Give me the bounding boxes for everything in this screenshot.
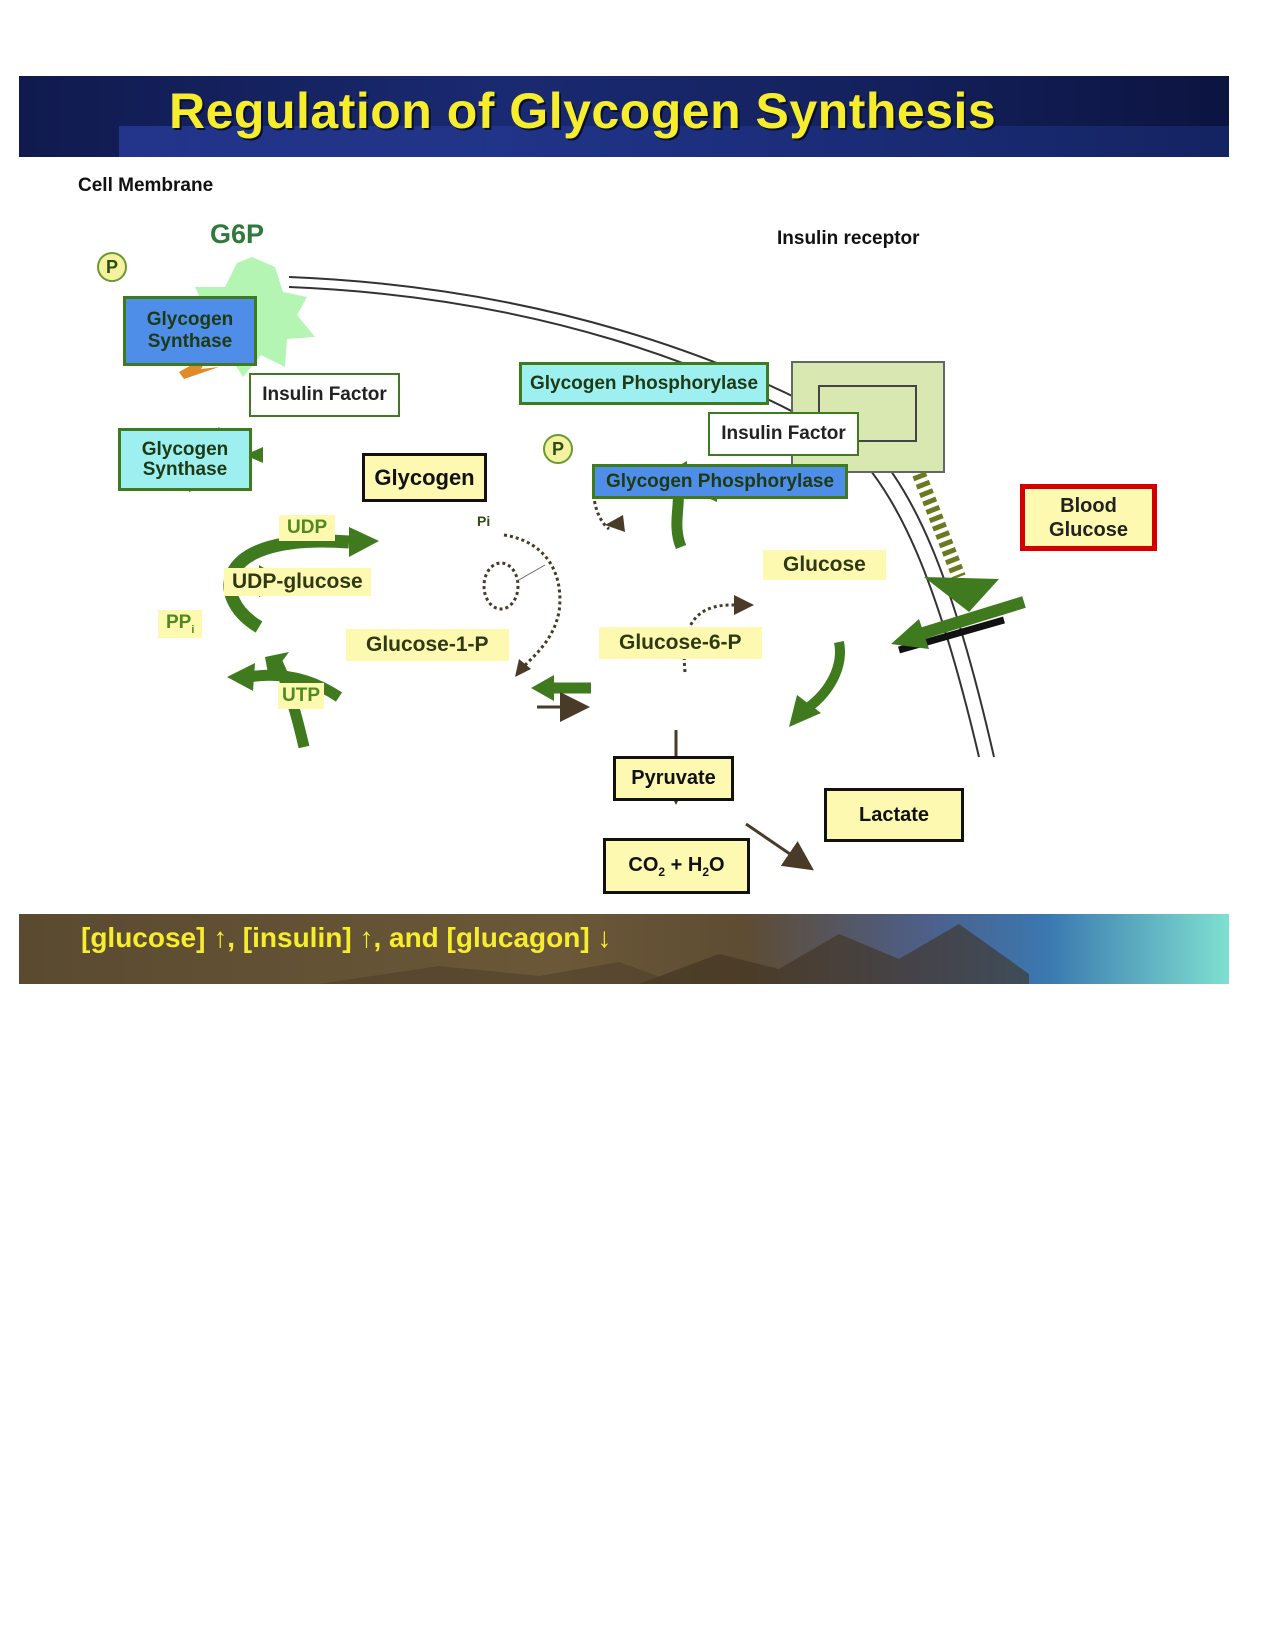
g6p-to-g1p-arrowhead	[531, 675, 554, 701]
ppi-main: PP	[166, 612, 192, 633]
slide: Regulation of Glycogen Synthesis	[19, 76, 1229, 984]
phosphorolysis-path	[503, 533, 562, 671]
co2-text: CO	[628, 853, 659, 876]
glucose-label: Glucose	[763, 550, 886, 580]
glucose-6-p-label: Glucose-6-P	[599, 627, 762, 659]
insulin-factor-box-left: Insulin Factor	[249, 373, 400, 417]
plus-h-text: + H	[665, 853, 703, 876]
co2-subscript: 2	[658, 864, 666, 879]
co2-h2o-box: CO2 + H2O	[603, 838, 750, 894]
footer-text: [glucose] ↑, [insulin] ↑, and [glucagon]…	[81, 922, 612, 953]
ppi-release-arrowhead	[227, 663, 255, 691]
pyruvate-label: Pyruvate	[631, 767, 716, 789]
g6p-label: G6P	[210, 219, 265, 249]
footer-decoration	[319, 924, 1029, 984]
glucose-1-p-label: Glucose-1-P	[346, 629, 509, 661]
pyruvate-box: Pyruvate	[613, 756, 734, 801]
insulin-factor-label-right: Insulin Factor	[721, 423, 846, 444]
glycogen-phosphorylase-phosphorylated: Glycogen Phosphorylase	[592, 464, 848, 499]
gp-phosphorylation-arrowhead	[605, 515, 625, 532]
pi-label: Pi	[477, 513, 491, 529]
udpglucose-formation-arrow	[248, 669, 343, 702]
phosphorolysis-arrowhead	[515, 659, 531, 677]
cell-membrane-outer	[288, 286, 980, 758]
blood-glucose-label: Blood Glucose	[1049, 494, 1128, 541]
glycogen-synthase-active: Glycogen Synthase	[118, 428, 252, 491]
insulin-signal-arrow	[912, 471, 966, 580]
udp-glucose-label: UDP-glucose	[224, 568, 371, 596]
ppi-label: PPi	[158, 610, 203, 638]
glucose-uptake-arrowhead	[891, 619, 929, 649]
hexokinase-arrow	[805, 641, 845, 711]
glycogen-label: Glycogen	[374, 464, 475, 490]
ppi-sub: i	[191, 623, 195, 636]
pi-pointer-line	[516, 564, 546, 582]
cell-membrane-label: Cell Membrane	[78, 175, 214, 196]
insulin-factor-label-left: Insulin Factor	[262, 384, 387, 405]
glycogen-phosphorylase-phosphorylated-label: Glycogen Phosphorylase	[605, 470, 835, 492]
footer-bar: [glucose] ↑, [insulin] ↑, and [glucagon]…	[19, 914, 1229, 984]
blood-glucose-box: Blood Glucose	[1020, 484, 1157, 551]
udp-label: UDP	[279, 515, 336, 541]
glycogen-phosphorylase-active: Glycogen Phosphorylase	[519, 362, 769, 405]
insulin-factor-pointer-left	[245, 447, 263, 463]
co2-h2o-label: CO2 + H2O	[628, 854, 724, 879]
header-bar: Regulation of Glycogen Synthesis	[19, 76, 1229, 157]
glycogen-synthase-phosphorylated: Glycogen Synthase	[123, 296, 257, 366]
o-text: O	[709, 853, 725, 876]
glycogen-synthase-active-label: Glycogen Synthase	[141, 438, 229, 480]
g6p-activation-arrow	[179, 355, 219, 379]
insulin-signal-arrowhead	[924, 577, 999, 612]
utp-label: UTP	[278, 683, 324, 709]
insulin-factor-box-right: Insulin Factor	[708, 412, 859, 456]
g6p-to-glucose-arrowhead	[734, 595, 754, 615]
insulin-receptor-label: Insulin receptor	[777, 228, 920, 249]
glucose-uptake-arrow	[915, 596, 1026, 641]
header-band	[119, 126, 1229, 157]
phosphate-circle-gs: P	[97, 252, 127, 282]
glycogen-box: Glycogen	[362, 453, 487, 502]
glycogen-synthesis-arrowhead	[349, 527, 379, 557]
hexokinase-arrowhead	[789, 695, 821, 727]
glycogen-synthase-phosphorylated-label: Glycogen Synthase	[146, 309, 234, 352]
glycogen-phosphorylase-active-label: Glycogen Phosphorylase	[529, 372, 759, 394]
phosphate-circle-gp: P	[543, 434, 573, 464]
h2o-subscript: 2	[702, 864, 710, 879]
pi-loop	[482, 561, 520, 611]
lactate-label: Lactate	[858, 803, 930, 826]
utp-input-arrowhead	[265, 652, 289, 679]
lactate-box: Lactate	[824, 788, 964, 842]
gp-phosphorylation-arrow	[592, 471, 611, 531]
page-title: Regulation of Glycogen Synthesis	[169, 83, 997, 139]
pyruvate-to-lactate-arrow	[745, 822, 814, 871]
